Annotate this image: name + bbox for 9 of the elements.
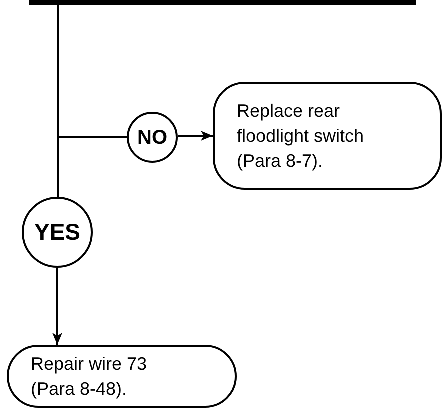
decision-label: YES: [34, 221, 81, 244]
flow-bar: [29, 0, 416, 5]
connector-line: [57, 5, 59, 197]
action-text: Repair wire 73 (Para 8-48).: [31, 352, 148, 401]
action-text: Replace rear floodlight switch (Para 8-7).: [237, 100, 366, 173]
arrow: [178, 131, 213, 141]
decision-label: NO: [138, 128, 168, 148]
action-box: [213, 82, 442, 190]
arrow: [52, 268, 62, 345]
